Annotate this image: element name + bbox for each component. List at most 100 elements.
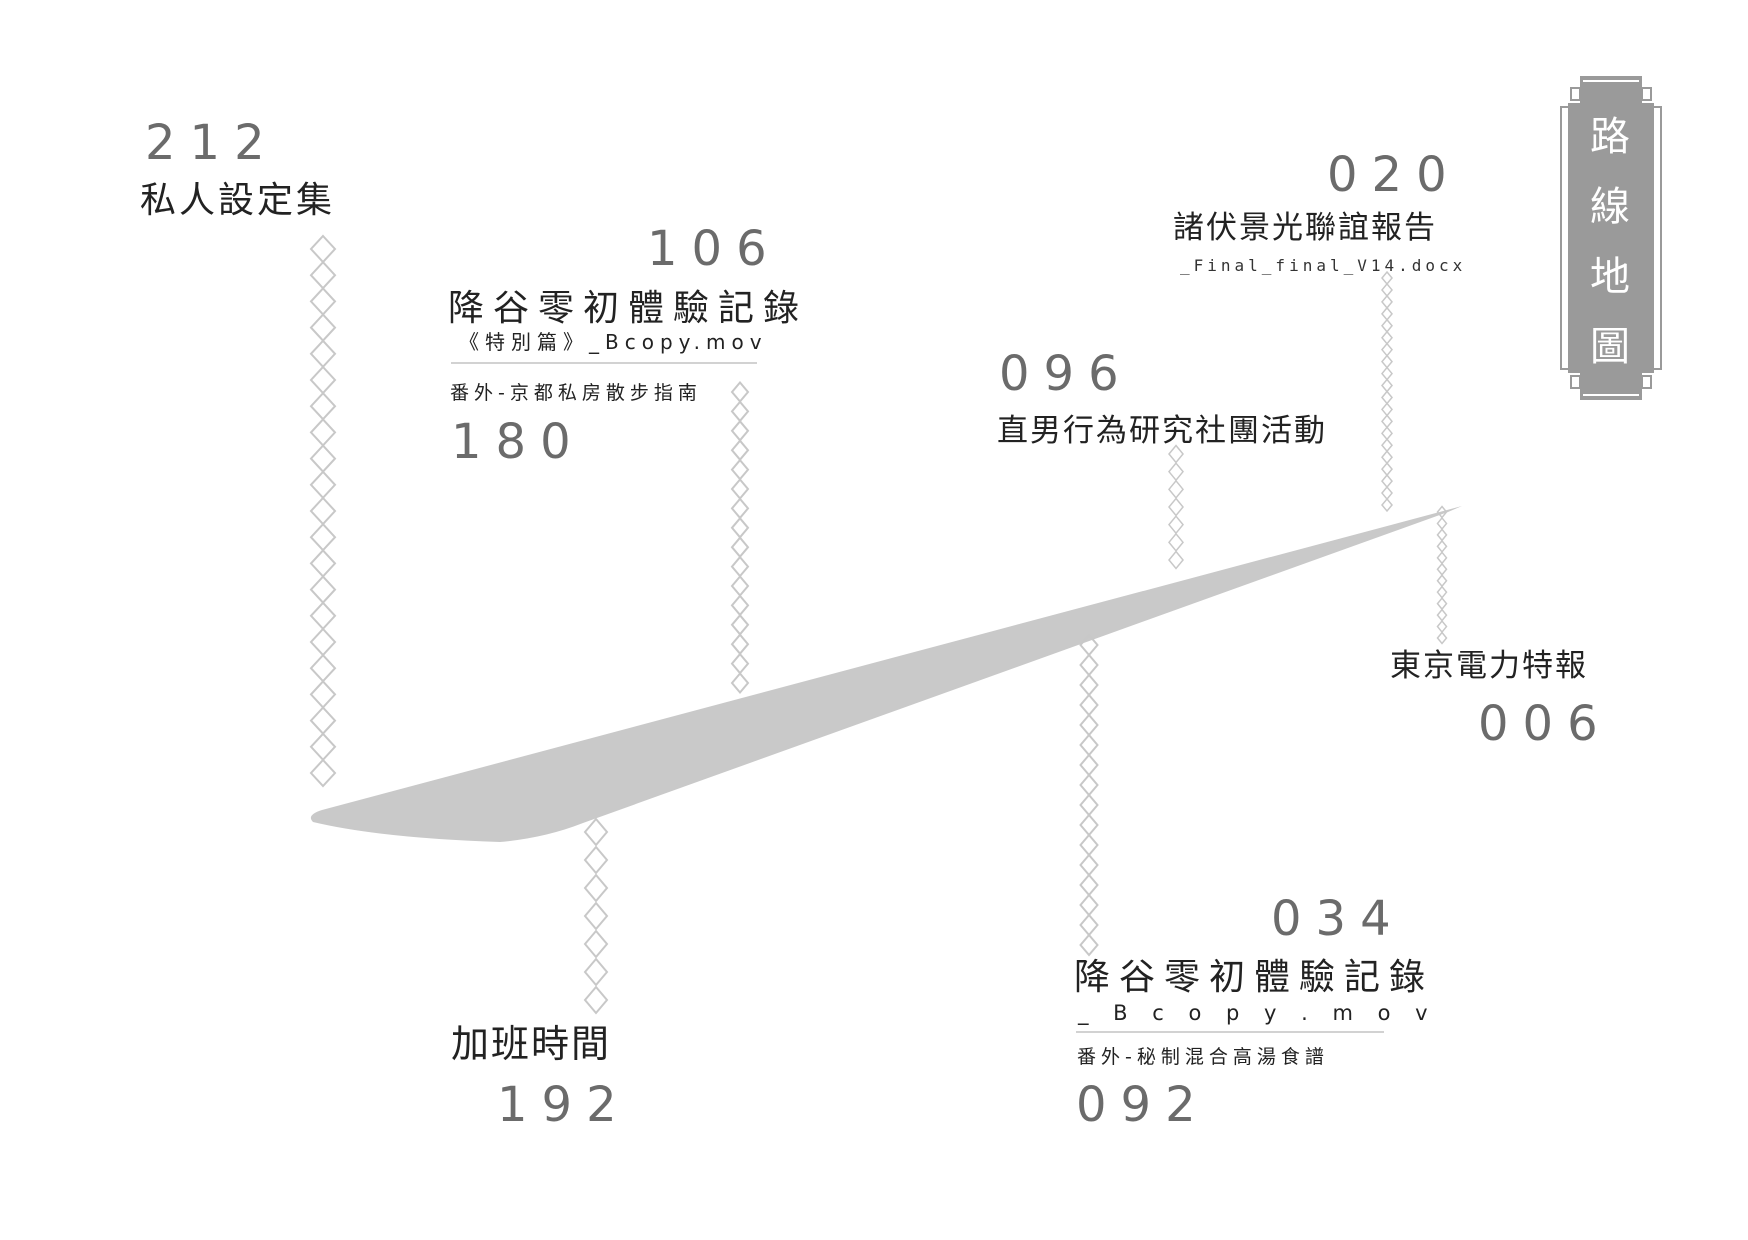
- chain-diamond: [1381, 450, 1393, 465]
- chain-diamond: [1079, 693, 1099, 717]
- chain-diamond: [1381, 461, 1393, 477]
- chain-diamond: [730, 516, 750, 539]
- chain-diamond: [309, 260, 337, 290]
- chain-diamond: [1079, 813, 1099, 837]
- chain-diamond: [1436, 631, 1448, 645]
- node-filename: _Final_final_V14.docx: [1180, 256, 1467, 275]
- chain-diamond: [309, 417, 337, 447]
- chain-diamond: [1079, 893, 1099, 917]
- route-map-title-char: 路: [1590, 114, 1630, 160]
- node-divider: [1076, 1031, 1384, 1033]
- chain-diamond: [1436, 585, 1448, 599]
- chain-diamond: [1381, 438, 1393, 453]
- chain-diamond: [730, 439, 750, 462]
- node-number: 106: [647, 221, 781, 277]
- chain-diamond: [1079, 853, 1099, 877]
- chain-diamond: [309, 444, 337, 474]
- chain-diamond: [1381, 366, 1393, 381]
- chain-diamond: [309, 627, 337, 657]
- chain-diamond: [730, 594, 750, 617]
- chain-diamond: [583, 929, 609, 959]
- chain-diamond: [1381, 473, 1393, 489]
- chain-diamond: [1381, 282, 1393, 298]
- chain-diamond: [1381, 294, 1393, 310]
- route-map-badge: [1560, 76, 1662, 400]
- chain-diamond: [1381, 402, 1393, 417]
- chain-diamond: [309, 575, 337, 605]
- chain-diamond: [309, 653, 337, 683]
- chain-diamond: [309, 732, 337, 762]
- chain-diamond: [1381, 342, 1393, 357]
- chain-diamond: [730, 574, 750, 598]
- node-title: 東京電力特報: [1390, 648, 1588, 684]
- node-subtitle: 《特別篇》_Bcopy.mov: [459, 330, 768, 354]
- chain-diamond: [1381, 318, 1393, 333]
- node-extra: 番外-秘制混合高湯食譜: [1077, 1046, 1329, 1068]
- chain-diamond: [583, 817, 609, 847]
- chain-diamond: [309, 548, 337, 578]
- chain-diamond: [730, 380, 750, 404]
- node-extra: 番外-京都私房散步指南: [450, 382, 702, 404]
- chain-diamond: [1079, 753, 1099, 777]
- chain-diamond: [1079, 673, 1099, 697]
- chain-diamond: [1079, 833, 1099, 857]
- chain-diamond: [1079, 773, 1099, 797]
- chain-diamond: [730, 458, 750, 481]
- chain-diamond: [309, 286, 337, 316]
- chain-diamond: [1381, 426, 1393, 441]
- chain-diamond: [1168, 532, 1184, 553]
- route-map-title-char: 圖: [1590, 324, 1630, 370]
- chain-diamond: [1436, 596, 1448, 611]
- chain-diamond: [1079, 873, 1099, 897]
- node-title: 私人設定集: [140, 180, 336, 221]
- node-number: 212: [145, 115, 279, 171]
- chain-diamond: [730, 497, 750, 520]
- chain-diamond: [583, 957, 609, 987]
- chain-diamond: [1079, 933, 1099, 957]
- chain-diamond: [730, 555, 750, 578]
- chain-diamond: [730, 633, 750, 656]
- node-title: 加班時間: [451, 1022, 612, 1066]
- chain-diamond: [1381, 330, 1393, 345]
- chain-diamond: [1436, 619, 1448, 634]
- node-title: 直男行為研究社團活動: [997, 413, 1327, 449]
- chain-diamond: [730, 477, 750, 501]
- node-number: 006: [1478, 696, 1612, 752]
- route-map-title-char: 地: [1590, 254, 1630, 300]
- chain-diamond: [1079, 653, 1099, 677]
- chain-diamond: [730, 671, 750, 695]
- chain-diamond: [1381, 378, 1393, 393]
- chain-diamond: [1436, 574, 1448, 588]
- chain-diamond: [1079, 713, 1099, 737]
- chain-diamond: [309, 706, 337, 736]
- node-title: 降谷零初體驗記錄: [1074, 957, 1435, 998]
- chain-diamond: [583, 873, 609, 903]
- node-title: 諸伏景光聯誼報告: [1173, 210, 1437, 246]
- chain-diamond: [309, 679, 337, 709]
- chain-diamond: [730, 536, 750, 559]
- chain-diamond: [1381, 414, 1393, 429]
- chain-diamond: [1381, 497, 1393, 513]
- chain-diamond: [309, 313, 337, 343]
- chain-diamond: [1381, 306, 1393, 322]
- chain-diamond: [1381, 390, 1393, 405]
- chain-diamond: [309, 758, 337, 788]
- chain-diamond: [583, 985, 609, 1015]
- chain-diamond: [1168, 461, 1184, 482]
- chain-diamond: [1436, 608, 1448, 622]
- chain-diamond: [309, 365, 337, 395]
- chain-diamond: [309, 234, 337, 264]
- chain-diamond: [1079, 793, 1099, 817]
- node-divider: [451, 362, 757, 364]
- chain-diamond: [1168, 550, 1184, 570]
- chain-diamond: [1079, 733, 1099, 757]
- node-number: 092: [1076, 1077, 1210, 1133]
- chain-diamond: [730, 419, 750, 442]
- chain-diamond: [1436, 516, 1448, 531]
- chain-diamond: [1168, 497, 1184, 517]
- chain-diamond: [1381, 354, 1393, 369]
- chain-diamond: [1436, 551, 1448, 565]
- chain-diamond: [309, 470, 337, 500]
